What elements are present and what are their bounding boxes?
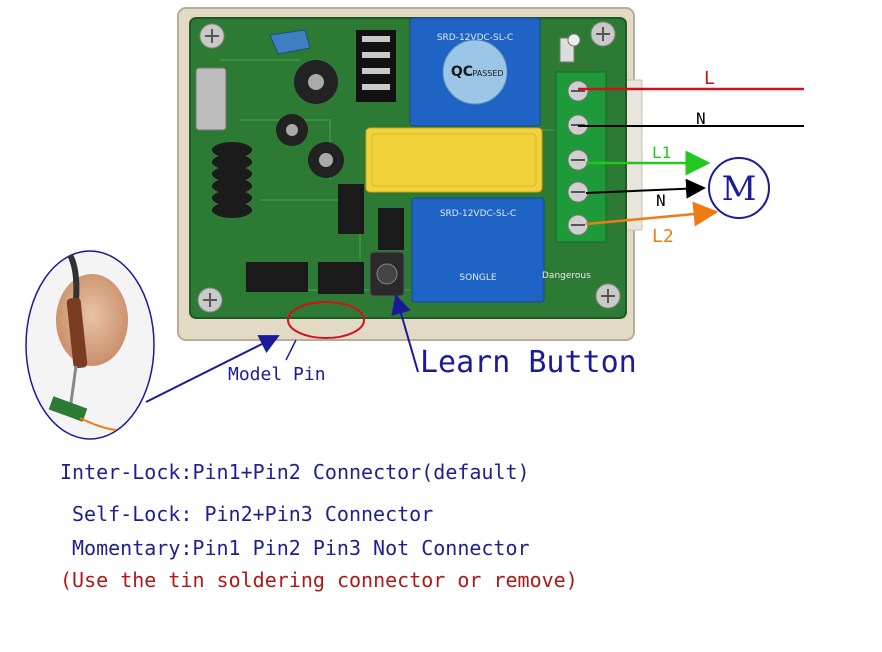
note-interlock: Inter-Lock:Pin1+Pin2 Connector(default) — [60, 460, 530, 484]
wire-label-L2: L2 — [652, 226, 674, 247]
note-momentary: Momentary:Pin1 Pin2 Pin3 Not Connector — [72, 536, 530, 560]
mounting-screws — [197, 21, 621, 313]
blue-capacitor — [269, 29, 311, 55]
terminal-screw-icon — [567, 149, 589, 171]
model-pin-callout-line — [285, 339, 297, 361]
fuse — [559, 33, 581, 63]
relay-bottom-label: SRD-12VDC-SL-C — [440, 209, 516, 219]
wire-label-N-top: N — [696, 109, 706, 128]
screw-icon — [590, 21, 616, 47]
screw-icon — [199, 23, 225, 49]
learn-button-arrow — [391, 294, 419, 373]
yellow-capacitor — [365, 127, 543, 193]
wires — [578, 87, 804, 227]
electrolytic-capacitors — [276, 60, 344, 178]
learn-button-label: Learn Button — [420, 345, 637, 380]
relay-brand: SONGLE — [459, 273, 497, 283]
terminal-block — [555, 71, 607, 243]
wire-N-bottom — [585, 178, 706, 199]
screw-icon — [197, 287, 223, 313]
terminal-screw-icon — [567, 181, 589, 203]
motor-icon: M — [708, 157, 770, 219]
motor-label: M — [722, 169, 757, 209]
wire-label-N-bottom: N — [656, 191, 666, 210]
relay-top-label: SRD-12VDC-SL-C — [437, 33, 513, 43]
wire-label-L1: L1 — [652, 143, 671, 162]
learn-button-component — [369, 251, 405, 297]
model-pin-arrow — [145, 335, 280, 403]
relay-bottom: SRD-12VDC-SL-C SONGLE — [411, 197, 545, 303]
qc-sticker-passed: PASSED — [472, 69, 503, 78]
soldering-photo — [25, 250, 155, 440]
wire-label-L: L — [704, 68, 715, 89]
ic-chips — [246, 184, 404, 294]
relay-top: SRD-12VDC-SL-C QC PASSED — [409, 17, 541, 127]
screw-icon — [595, 283, 621, 309]
dangerous-label: Dangerous — [542, 271, 591, 281]
header-pins — [356, 30, 396, 102]
note-soldering: (Use the tin soldering connector or remo… — [60, 568, 578, 592]
model-pin-highlight — [287, 301, 365, 339]
antenna-coil — [195, 67, 252, 218]
model-pin-label: Model Pin — [228, 364, 326, 385]
terminal-screw-icon — [567, 214, 589, 236]
note-selflock: Self-Lock: Pin2+Pin3 Connector — [72, 502, 434, 526]
wire-L2 — [585, 201, 719, 227]
terminal-screw-icon — [567, 80, 589, 102]
qc-sticker-qc: QC — [451, 64, 473, 80]
